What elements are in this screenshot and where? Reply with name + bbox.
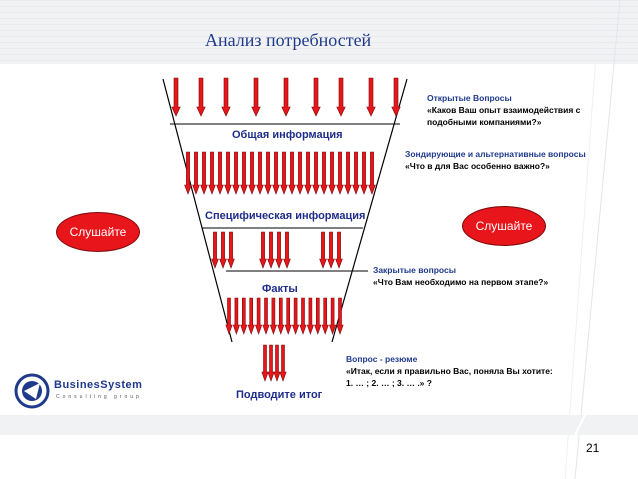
logo-mark-icon [14,373,50,409]
funnel-arrow [171,77,181,117]
funnel-arrow [283,231,291,269]
listen-bubble-right: Слушайте [462,206,546,246]
funnel-arrow [208,151,216,195]
question-closed-text: «Что Вам необходимо на первом этапе?» [373,277,549,287]
stage-label-summary: Подводите итог [236,389,323,401]
header-band [0,0,638,64]
funnel-arrow [304,151,312,195]
page-number: 21 [586,441,600,455]
slide-title: Анализ потребностей [205,30,372,50]
funnel-arrow [319,231,327,269]
question-summary-text1: «Итак, если я правильно Вас, поняла Вы х… [346,366,553,376]
funnel-arrow [219,231,227,269]
funnel-arrow [184,151,192,195]
funnel-arrow [299,297,307,335]
question-closed: Закрытые вопросы «Что Вам необходимо на … [373,264,548,288]
stage-label-general: Общая информация [232,129,343,141]
funnel-arrow [251,77,261,117]
funnel-arrow [327,231,335,269]
funnel-arrow [256,151,264,195]
question-probing: Зондирующие и альтернативные вопросы «Чт… [405,148,586,172]
funnel-arrow [311,77,321,117]
funnel-arrow [329,297,337,335]
funnel-arrow [264,151,272,195]
funnel-arrow [368,151,376,195]
funnel-arrow [335,231,343,269]
funnel-arrow [247,297,255,335]
funnel-arrow [275,231,283,269]
funnel-arrow [269,297,277,335]
funnel-arrow [255,297,263,335]
funnel-arrow [279,344,287,382]
question-closed-type: Закрытые вопросы [373,265,456,275]
stage-label-specific: Специфическая информация [205,210,366,222]
logo-tagline: Consulting group [56,394,142,400]
funnel-arrow [314,297,322,335]
funnel-arrow [360,151,368,195]
funnel-arrow [216,151,224,195]
funnel-arrow [211,231,219,269]
funnel-arrow [292,297,300,335]
funnel-arrow [240,297,248,335]
company-logo: BusinesSystem Consulting group [14,373,144,411]
funnel-arrow [328,151,336,195]
funnel-arrow [232,297,240,335]
question-open-type: Открытые Вопросы [427,93,512,103]
funnel-arrow [267,344,275,382]
funnel-arrow [240,151,248,195]
funnel-arrow [312,151,320,195]
funnel-arrow [248,151,256,195]
question-summary-type: Вопрос - резюме [346,354,418,364]
funnel-arrow [280,151,288,195]
funnel-arrow [196,77,206,117]
question-summary: Вопрос - резюме «Итак, если я правильно … [346,353,553,389]
funnel-arrow [352,151,360,195]
funnel-arrow [262,297,270,335]
funnel-arrow [232,151,240,195]
question-probing-text: «Что в для Вас особенно важно?» [405,161,550,171]
listen-bubble-left: Слушайте [56,212,140,252]
funnel-arrow [267,231,275,269]
logo-brand: BusinesSystem [54,379,143,391]
funnel-arrow [306,297,314,335]
funnel-outline [162,78,408,343]
funnel-arrow [192,151,200,195]
funnel-arrow [281,77,291,117]
funnel-arrow [336,297,344,335]
funnel-arrow [272,151,280,195]
funnel-arrow [320,151,328,195]
funnel-arrow [227,231,235,269]
funnel-arrow [366,77,376,117]
funnel-arrow [261,344,269,382]
funnel-arrow [391,77,401,117]
funnel-arrow [321,297,329,335]
funnel-arrow [344,151,352,195]
funnel-arrow [221,77,231,117]
funnel-arrow [288,151,296,195]
funnel-arrow [336,151,344,195]
arrow-group [171,77,401,382]
question-open: Открытые Вопросы «Каков Ваш опыт взаимод… [427,92,580,128]
question-summary-text2: 1. … ; 2. … ; 3. … .» ? [346,378,432,388]
funnel-arrow [225,297,233,335]
funnel-arrow [296,151,304,195]
stage-label-facts: Факты [262,283,298,295]
funnel-arrow [259,231,267,269]
funnel-arrow [273,344,281,382]
funnel-arrow [277,297,285,335]
question-open-text1: «Каков Ваш опыт взаимодействия с [427,105,581,115]
funnel-arrow [336,77,346,117]
funnel-arrow [284,297,292,335]
funnel-arrow [200,151,208,195]
question-open-text2: подобными компаниями?» [427,117,542,127]
funnel-arrow [224,151,232,195]
question-probing-type: Зондирующие и альтернативные вопросы [405,149,586,159]
